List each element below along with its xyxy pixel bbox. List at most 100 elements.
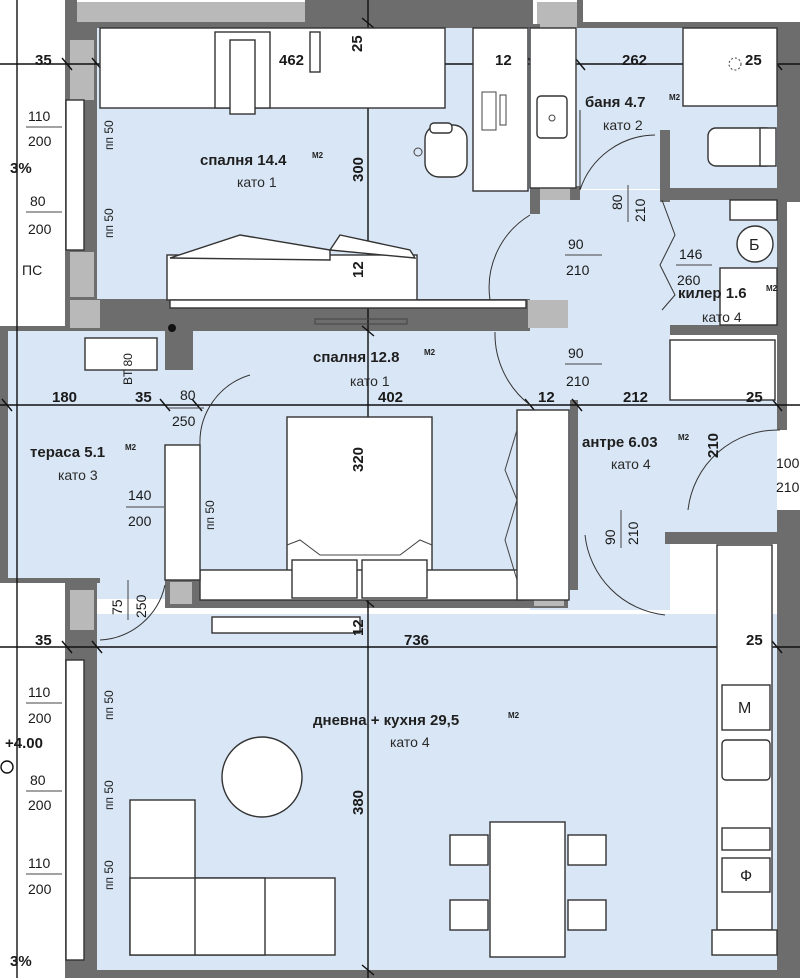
furniture [65,27,778,961]
slope-top: 3% [10,160,32,177]
window4-width: 110 [28,684,51,700]
wall [65,22,533,28]
door-swing-terrace [199,374,251,446]
wall [70,300,100,328]
wall [583,22,800,28]
wall [70,252,94,297]
dining-chair [449,834,489,866]
terrace-window [164,444,201,581]
wall [660,130,670,202]
window3-sill: пп 50 [203,500,217,530]
door-bed2-height: 210 [566,373,590,389]
washer [721,684,771,731]
room-floor-bedroom1: като 1 [237,174,277,190]
ps-label: ПС [22,262,42,278]
tick [61,57,73,71]
room-floor-storage: като 4 [702,309,742,325]
room-name-storage: килер 1.6 [678,285,747,302]
door-bath-height: 210 [632,198,648,222]
tv [314,318,408,325]
doors [99,110,781,641]
dining-table [489,821,566,958]
wall [665,532,777,544]
tick [91,640,103,654]
door-swing-bathroom [579,134,656,191]
door-terr-width: 80 [180,387,196,403]
dim-top-262: 262 [622,52,647,69]
level-mark: +4.00 [5,735,43,752]
wall [165,598,535,608]
tick [571,398,583,412]
wall [70,40,94,100]
wall [70,590,94,630]
dim-bot-25: 25 [746,632,763,649]
room-floor-terrace: като 3 [58,467,98,483]
door-hall-height: 210 [625,521,641,545]
clima-label: КЛИМАТИК [88,346,131,355]
wall [65,0,77,24]
door-live-height: 250 [133,594,149,618]
bt-pipe [168,324,176,332]
slope-bottom: 3% [10,953,32,970]
dining-chair [567,899,607,931]
dim-top-25b: 25 [745,52,762,69]
opening-labels: 110 200 пп 50 80 200 пп 50 140 200 пп 50… [26,108,800,897]
door-swing-hall [584,534,666,616]
window3-height: 200 [128,513,152,529]
toilet-tank [759,127,777,167]
room-unit-living: М2 [508,711,520,720]
dimension-labels: 35 462 25 12 262 25 300 12 180 35 402 12… [35,35,763,815]
hall-floor [577,400,777,540]
annotations: 3% 3% +4.00 ПС КЛИМАТИК BT 80 Б М Ф [0,160,760,970]
tv-stand [169,299,527,309]
wall [170,582,192,604]
door-swing-entry [687,429,781,511]
room-labels: спалня 14.4 М2 като 1 баня 4.7 М2 като 2… [30,93,778,750]
door-swing-bedroom2 [494,331,531,406]
dim-v300: 300 [350,157,367,182]
window5-width: 80 [30,772,46,788]
room-floor-hall: като 4 [611,456,651,472]
door-bed1-height: 210 [566,262,590,278]
hall-wardrobe [669,339,776,401]
tick [61,640,73,654]
stove [721,827,771,851]
storage-shelf [719,267,778,326]
room-unit-bedroom2: М2 [424,348,436,357]
wall [97,970,800,978]
dim-v12a: 12 [350,261,367,278]
window6-height: 200 [28,881,52,897]
wall [305,0,533,24]
wall [670,188,778,200]
tick [361,325,375,337]
wall [0,578,100,583]
dim-mid-12: 12 [538,389,555,406]
chair-arm [429,122,453,134]
level-icon [0,760,14,774]
room-name-bedroom1: спалня 14.4 [200,152,287,169]
dim-top-462: 462 [279,52,304,69]
terrace-floor [8,330,170,578]
wall [777,510,800,978]
tick [159,398,171,412]
clima-unit [84,337,158,371]
window3-width: 140 [128,487,152,503]
fridge [721,857,771,893]
door-swing-living [99,584,166,641]
door-bed2-width: 90 [568,345,584,361]
window2-width: 80 [30,193,46,209]
wall [777,195,787,430]
wardrobe-door [504,429,518,581]
wardrobe [516,409,570,601]
sink [536,95,568,139]
door-entry-width: 210 [705,433,722,458]
wall [165,326,193,370]
window4-height: 200 [28,710,52,726]
monitor [481,91,497,131]
wall [577,0,583,28]
tick [1,398,13,412]
wall [0,326,8,582]
room-name-terrace: тераса 5.1 [30,444,105,461]
door-hall-width: 90 [602,529,618,545]
